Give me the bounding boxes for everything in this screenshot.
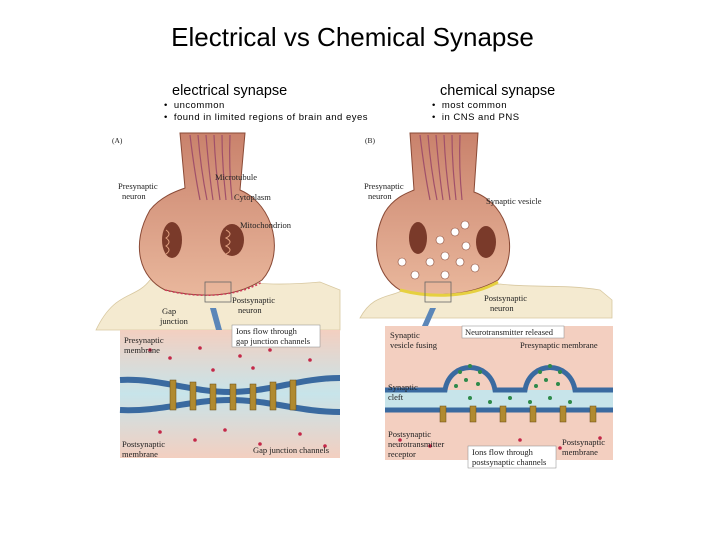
label-postsynaptic-neuron: neuron — [490, 303, 514, 313]
label-presynaptic-neuron: Presynaptic — [364, 181, 404, 191]
label-receptor: receptor — [388, 449, 416, 459]
label-vesicle-fusing: Synaptic — [390, 330, 420, 340]
label-postsynaptic-membrane: membrane — [562, 447, 598, 457]
label-synaptic-cleft: Synaptic — [388, 382, 418, 392]
label-gap-junction: junction — [159, 316, 189, 326]
label-presynaptic-membrane: Presynaptic — [124, 335, 164, 345]
label-postsynaptic-membrane: Postsynaptic — [562, 437, 605, 447]
bullet-item: most common — [432, 100, 520, 112]
slide-title: Electrical vs Chemical Synapse — [171, 22, 534, 52]
panel-b: (B) Presynaptic neuron Synaptic vesicle … — [359, 132, 613, 469]
label-postsynaptic-neuron: neuron — [238, 305, 262, 315]
label-cytoplasm: Cytoplasm — [234, 192, 271, 202]
mitochondrion — [162, 222, 182, 258]
synaptic-vesicles — [397, 220, 480, 280]
microtubules — [189, 134, 233, 201]
label-presynaptic-membrane: Presynaptic membrane — [520, 340, 598, 350]
label-synaptic-cleft: cleft — [388, 392, 404, 402]
label-presynaptic-neuron: neuron — [368, 191, 392, 201]
zoom-box — [204, 281, 232, 303]
label-gap-junction: Gap — [162, 306, 176, 316]
presynaptic-terminal — [376, 132, 511, 296]
label-presynaptic-neuron: Presynaptic — [118, 181, 158, 191]
bullet-item: found in limited regions of brain and ey… — [164, 112, 368, 124]
panel-b-tag: (B) — [365, 136, 376, 145]
neurotransmitters — [454, 364, 572, 404]
chemical-heading: chemical synapse — [440, 83, 556, 99]
label-ion-flow: Ions flow through — [236, 326, 298, 336]
label-ion-flow: postsynaptic channels — [472, 457, 546, 467]
electrical-bullets: uncommon found in limited regions of bra… — [164, 100, 368, 124]
mitochondrion — [220, 224, 244, 256]
presynaptic-terminal — [138, 132, 275, 296]
label-receptor: neurotransmitter — [388, 439, 444, 449]
gap-channels — [169, 379, 297, 411]
zoom-arrow-icon — [422, 308, 436, 326]
label-postsynaptic-membrane: membrane — [122, 449, 158, 459]
chemical-bullets: most common in CNS and PNS — [432, 100, 520, 124]
bullet-item: in CNS and PNS — [432, 112, 520, 124]
label-postsynaptic-neuron: Postsynaptic — [484, 293, 527, 303]
label-gap-junction-channels: Gap junction channels — [253, 445, 329, 455]
label-synaptic-vesicle: Synaptic vesicle — [486, 196, 542, 206]
panel-a: (A) Microtubule Presynaptic neuron Cytop… — [95, 132, 341, 459]
label-presynaptic-membrane: membrane — [124, 345, 160, 355]
label-postsynaptic-membrane: Postsynaptic — [122, 439, 165, 449]
bullet-item: uncommon — [164, 100, 368, 112]
mitochondrion — [409, 222, 427, 254]
mitochondrion — [476, 226, 496, 258]
ions — [148, 346, 327, 448]
label-presynaptic-neuron: neuron — [122, 191, 146, 201]
panel-a-tag: (A) — [112, 136, 123, 145]
label-microtubule: Microtubule — [215, 172, 257, 182]
zoom-arrow-icon — [210, 308, 222, 330]
label-nt-released: Neurotransmitter released — [465, 327, 554, 337]
label-receptor: Postsynaptic — [388, 429, 431, 439]
receptors — [439, 405, 597, 423]
label-vesicle-fusing: vesicle fusing — [390, 340, 438, 350]
electrical-heading: electrical synapse — [172, 83, 288, 99]
label-mitochondrion: Mitochondrion — [240, 220, 292, 230]
label-ion-flow: gap junction channels — [236, 336, 310, 346]
label-postsynaptic-neuron: Postsynaptic — [232, 295, 275, 305]
label-ion-flow: Ions flow through — [472, 447, 534, 457]
